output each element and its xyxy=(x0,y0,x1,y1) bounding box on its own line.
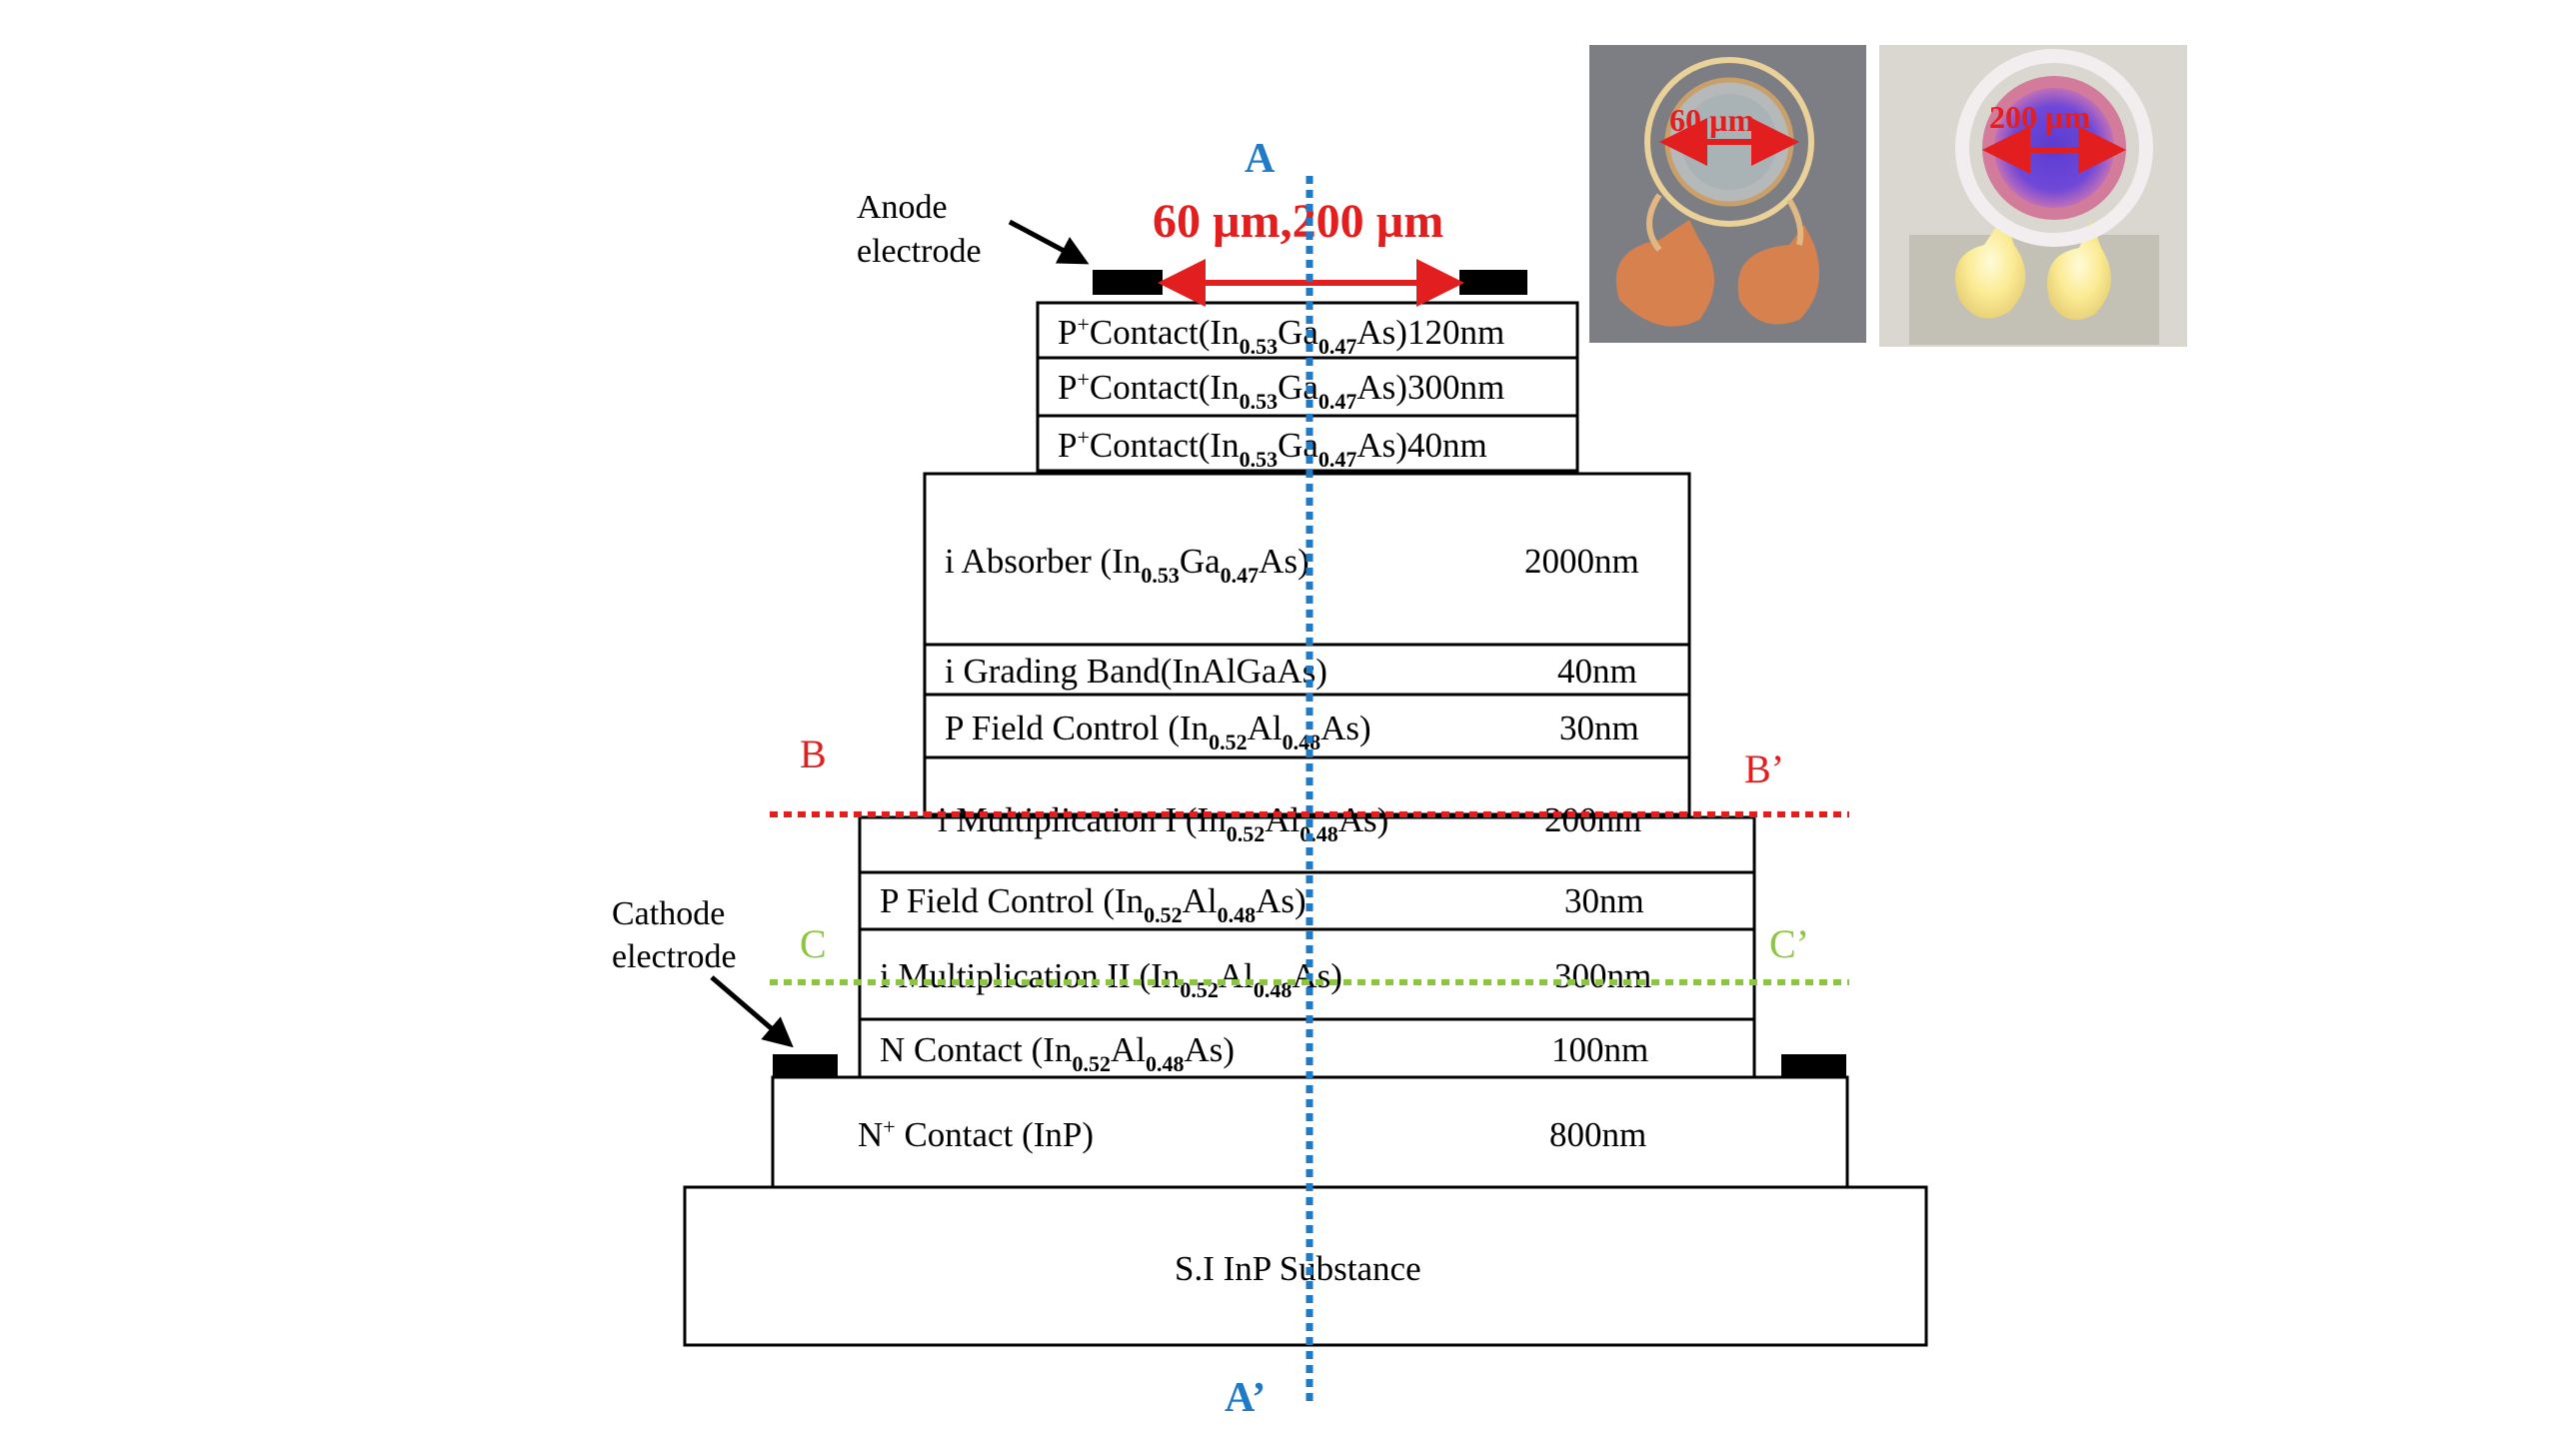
layer-thickness: 200nm xyxy=(1544,800,1641,839)
anode-electrode-right xyxy=(1459,270,1527,295)
layer-label: i Absorber (In0.53Ga0.47As) xyxy=(945,542,1309,588)
cut-label-b-right: B’ xyxy=(1744,746,1784,791)
layer-thickness: 30nm xyxy=(1564,881,1644,920)
device-photo-60um: 60 µm xyxy=(1589,45,1866,343)
cut-label-b-left: B xyxy=(800,731,827,776)
layer-thickness: 40nm xyxy=(1557,652,1637,691)
cut-label-c-left: C xyxy=(800,921,827,966)
cut-label-a-bottom: A’ xyxy=(1225,1375,1266,1421)
anode-arrow xyxy=(1008,219,1090,265)
cathode-arrow xyxy=(710,975,794,1048)
cut-label-a-top: A xyxy=(1245,136,1276,182)
layer-label: P Field Control (In0.52Al0.48As) xyxy=(945,709,1371,754)
layer-label: P Field Control (In0.52Al0.48As) xyxy=(880,881,1306,927)
cathode-electrode-left xyxy=(773,1054,838,1077)
layer-thickness: 2000nm xyxy=(1524,542,1639,581)
layer-label: i Grading Band(InAlGaAs) xyxy=(945,652,1327,691)
layer-thickness: 100nm xyxy=(1551,1030,1648,1069)
layer-label: S.I InP Substance xyxy=(1175,1249,1421,1288)
photo-60um-label: 60 µm xyxy=(1669,102,1754,138)
cathode-electrode-right xyxy=(1781,1054,1846,1077)
layer-label: i Multiplication II (In0.52Al0.48As) xyxy=(880,956,1342,1002)
photo-200um-label: 200 µm xyxy=(1989,99,2090,135)
cut-label-c-right: C’ xyxy=(1769,921,1809,966)
cathode-label: Cathode electrode xyxy=(612,895,737,975)
layer-label: P+Contact(In0.53Ga0.47As)40nm xyxy=(1058,425,1487,472)
layer-label: N+ Contact (InP) xyxy=(858,1114,1094,1154)
layer-substrate xyxy=(683,1185,1928,1347)
layer-thickness: 300nm xyxy=(1554,956,1651,995)
electrodes xyxy=(773,270,1846,1077)
layer-thickness: 800nm xyxy=(1549,1115,1646,1154)
layer-label: P+Contact(In0.53Ga0.47As)300nm xyxy=(1058,367,1504,414)
layer-thickness: 30nm xyxy=(1559,709,1639,747)
anode-electrode-left xyxy=(1093,270,1163,295)
layer-label: P+Contact(In0.53Ga0.47As)120nm xyxy=(1058,312,1504,359)
dimension-label: 60 µm,200 µm xyxy=(1153,195,1443,248)
device-photo-200um: 200 µm xyxy=(1879,45,2187,347)
layer-labels: P+Contact(In0.53Ga0.47As)120nm P+Contact… xyxy=(858,312,1651,1288)
layer-label: N Contact (In0.52Al0.48As) xyxy=(880,1030,1235,1076)
layer-label: i Multiplication I (In0.52Al0.48As) xyxy=(938,800,1388,846)
anode-label: Anode electrode xyxy=(857,189,982,270)
